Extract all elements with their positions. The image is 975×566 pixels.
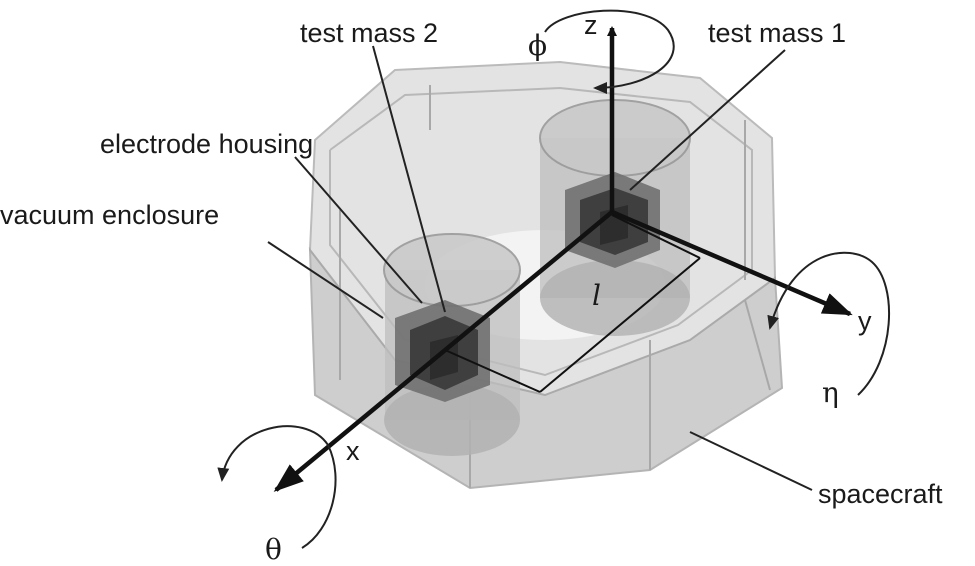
label-eta: η bbox=[822, 376, 839, 409]
coordinate-axes bbox=[273, 26, 853, 492]
label-spacecraft: spacecraft bbox=[818, 479, 943, 509]
enclosure-bottom bbox=[540, 260, 690, 336]
leader-electrode-housing bbox=[294, 156, 423, 304]
leader-spacecraft bbox=[689, 431, 813, 491]
y-axis bbox=[611, 209, 853, 317]
separation-label: l bbox=[592, 279, 601, 312]
leader-lines bbox=[267, 45, 813, 491]
leader-test-mass-1 bbox=[629, 49, 786, 191]
leader-test-mass-2 bbox=[372, 45, 446, 313]
leader-vacuum-enclosure bbox=[267, 241, 384, 319]
label-axis-x: x bbox=[346, 436, 360, 466]
label-phi: ϕ bbox=[528, 29, 547, 62]
label-vacuum-enclosure: vacuum enclosure bbox=[0, 200, 219, 230]
eta-rotation-arrow bbox=[767, 251, 890, 396]
rotation-arrows bbox=[217, 9, 890, 549]
dimension-line bbox=[539, 257, 701, 393]
label-test-mass-2: test mass 2 bbox=[300, 18, 438, 48]
label-theta: θ bbox=[265, 533, 282, 566]
dimension-leg bbox=[444, 349, 541, 393]
label-axis-y: y bbox=[858, 306, 872, 336]
x-axis bbox=[273, 210, 614, 492]
phi-rotation-arrow bbox=[544, 9, 675, 94]
separation-dimension: l bbox=[444, 214, 701, 393]
enclosure-top bbox=[539, 99, 691, 177]
label-axis-z: z bbox=[584, 10, 598, 40]
theta-rotation-arrow bbox=[217, 425, 337, 549]
enclosure-top bbox=[383, 233, 521, 307]
label-test-mass-1: test mass 1 bbox=[708, 18, 846, 48]
label-electrode-housing: electrode housing bbox=[100, 129, 313, 159]
enclosure-bottom bbox=[384, 384, 520, 456]
hull-edge bbox=[744, 299, 771, 391]
dimension-leg bbox=[611, 214, 701, 259]
